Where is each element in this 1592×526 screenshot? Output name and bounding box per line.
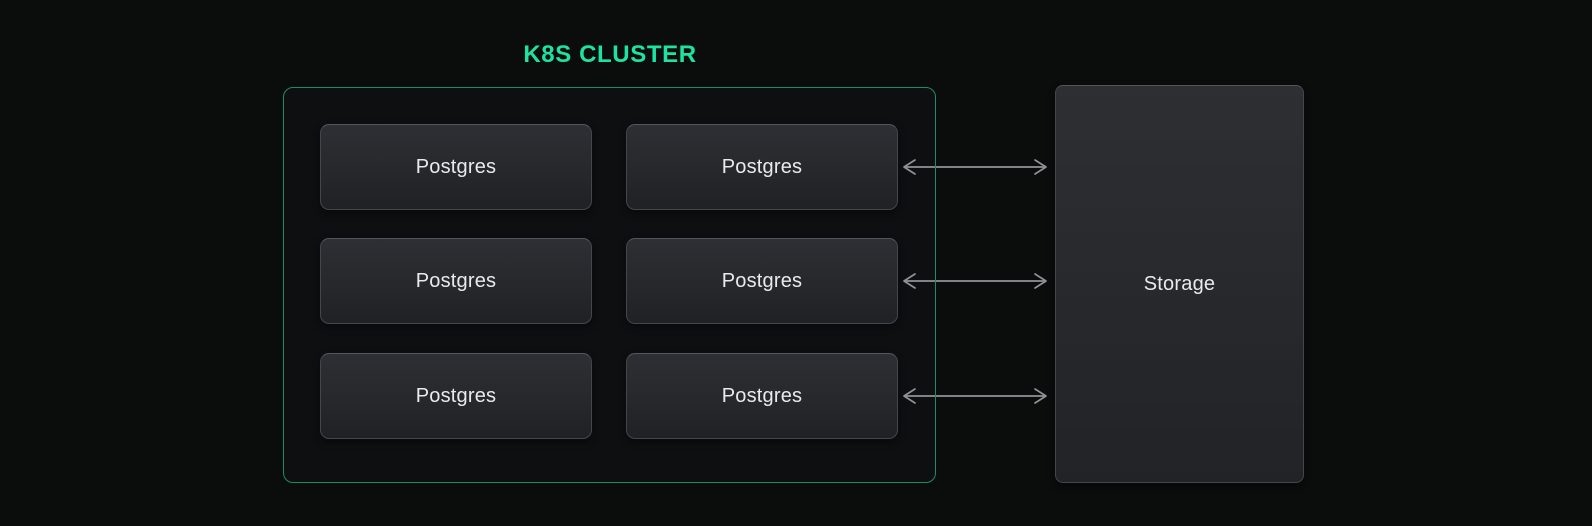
postgres-node-label: Postgres [415, 269, 497, 292]
postgres-node: Postgres [320, 353, 592, 439]
double-arrow-icon [903, 273, 1047, 289]
postgres-node-label: Postgres [415, 384, 497, 407]
postgres-node-label: Postgres [415, 155, 497, 178]
bidirectional-arrow-row-2 [899, 270, 1051, 292]
postgres-node: Postgres [626, 238, 898, 324]
postgres-node: Postgres [626, 124, 898, 210]
postgres-node-label: Postgres [721, 384, 803, 407]
storage-node-label: Storage [1143, 272, 1216, 295]
storage-node: Storage [1055, 85, 1304, 483]
double-arrow-icon [903, 159, 1047, 175]
postgres-node: Postgres [626, 353, 898, 439]
postgres-node: Postgres [320, 124, 592, 210]
cluster-title: K8S CLUSTER [523, 41, 697, 68]
double-arrow-icon [903, 388, 1047, 404]
postgres-node-label: Postgres [721, 155, 803, 178]
postgres-node: Postgres [320, 238, 592, 324]
postgres-node-label: Postgres [721, 269, 803, 292]
bidirectional-arrow-row-1 [899, 156, 1051, 178]
bidirectional-arrow-row-3 [899, 385, 1051, 407]
